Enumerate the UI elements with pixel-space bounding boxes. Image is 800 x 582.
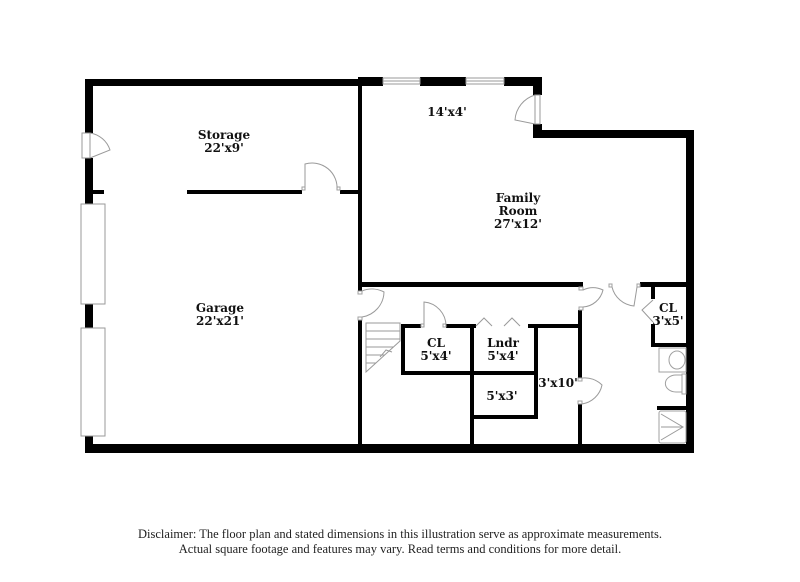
room-dimensions: 5'x3' [486,389,518,403]
room-dimensions: 5'x4' [420,349,452,363]
room-name: Lndr [487,336,519,350]
room-label-storage: Storage 22'x9' [198,129,250,155]
room-name-line2: Room [498,204,538,218]
room-dimensions: 3'x10' [538,376,578,390]
room-label-garage: Garage 22'x21' [196,302,244,328]
room-dimensions: 22'x9' [204,141,244,155]
room-name-line1: Family [495,191,541,205]
room-label-small-room: 5'x3' [486,390,517,403]
room-dimensions: 22'x21' [196,314,244,328]
exterior-walls [85,77,694,453]
room-label-closet-1: CL 5'x4' [420,337,451,363]
doors [81,94,654,405]
room-name: Storage [197,128,251,142]
room-dimensions: 27'x12' [494,217,542,231]
disclaimer-text: Disclaimer: The floor plan and stated di… [0,527,800,557]
stairs [365,322,401,374]
room-name: CL [658,301,677,315]
room-label-nook: 14'x4' [427,106,467,119]
interior-walls [93,79,690,450]
room-label-closet-2: CL 3'x5' [652,302,683,328]
room-name: CL [426,336,445,350]
room-dimensions: 5'x4' [487,349,519,363]
room-label-hallway: 3'x10' [538,377,578,390]
disclaimer-line-1: Disclaimer: The floor plan and stated di… [138,527,662,541]
bath-fixtures [658,347,687,444]
room-label-laundry: Lndr 5'x4' [487,337,519,363]
room-name: Garage [195,301,245,315]
windows [80,77,505,437]
disclaimer-line-2: Actual square footage and features may v… [178,542,622,556]
room-label-family-room: Family Room 27'x12' [494,192,542,231]
room-dimensions: 3'x5' [652,314,684,328]
room-dimensions: 14'x4' [427,105,467,119]
